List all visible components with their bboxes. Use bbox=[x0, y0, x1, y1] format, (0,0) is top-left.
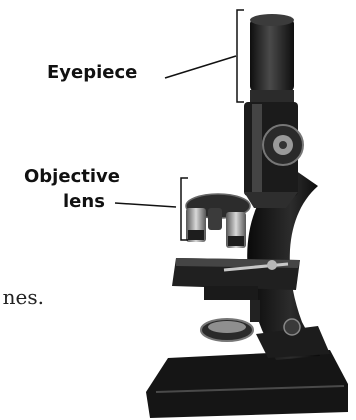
objective-lens-label-line1: Objective bbox=[24, 168, 120, 186]
eyepiece-label: Eyepiece bbox=[47, 64, 137, 82]
cropped-body-text: nes. bbox=[0, 287, 44, 307]
fine-focus-knob bbox=[284, 319, 300, 335]
objective-lens-3 bbox=[208, 208, 222, 230]
eyepiece-bracket bbox=[237, 10, 244, 102]
objective-lens-label-line2: lens bbox=[63, 193, 105, 211]
eyepiece-leader-line bbox=[165, 56, 236, 78]
microscope-base bbox=[146, 350, 348, 418]
eyepiece-tube bbox=[250, 18, 294, 92]
objective-lens-leader-line bbox=[115, 203, 176, 207]
